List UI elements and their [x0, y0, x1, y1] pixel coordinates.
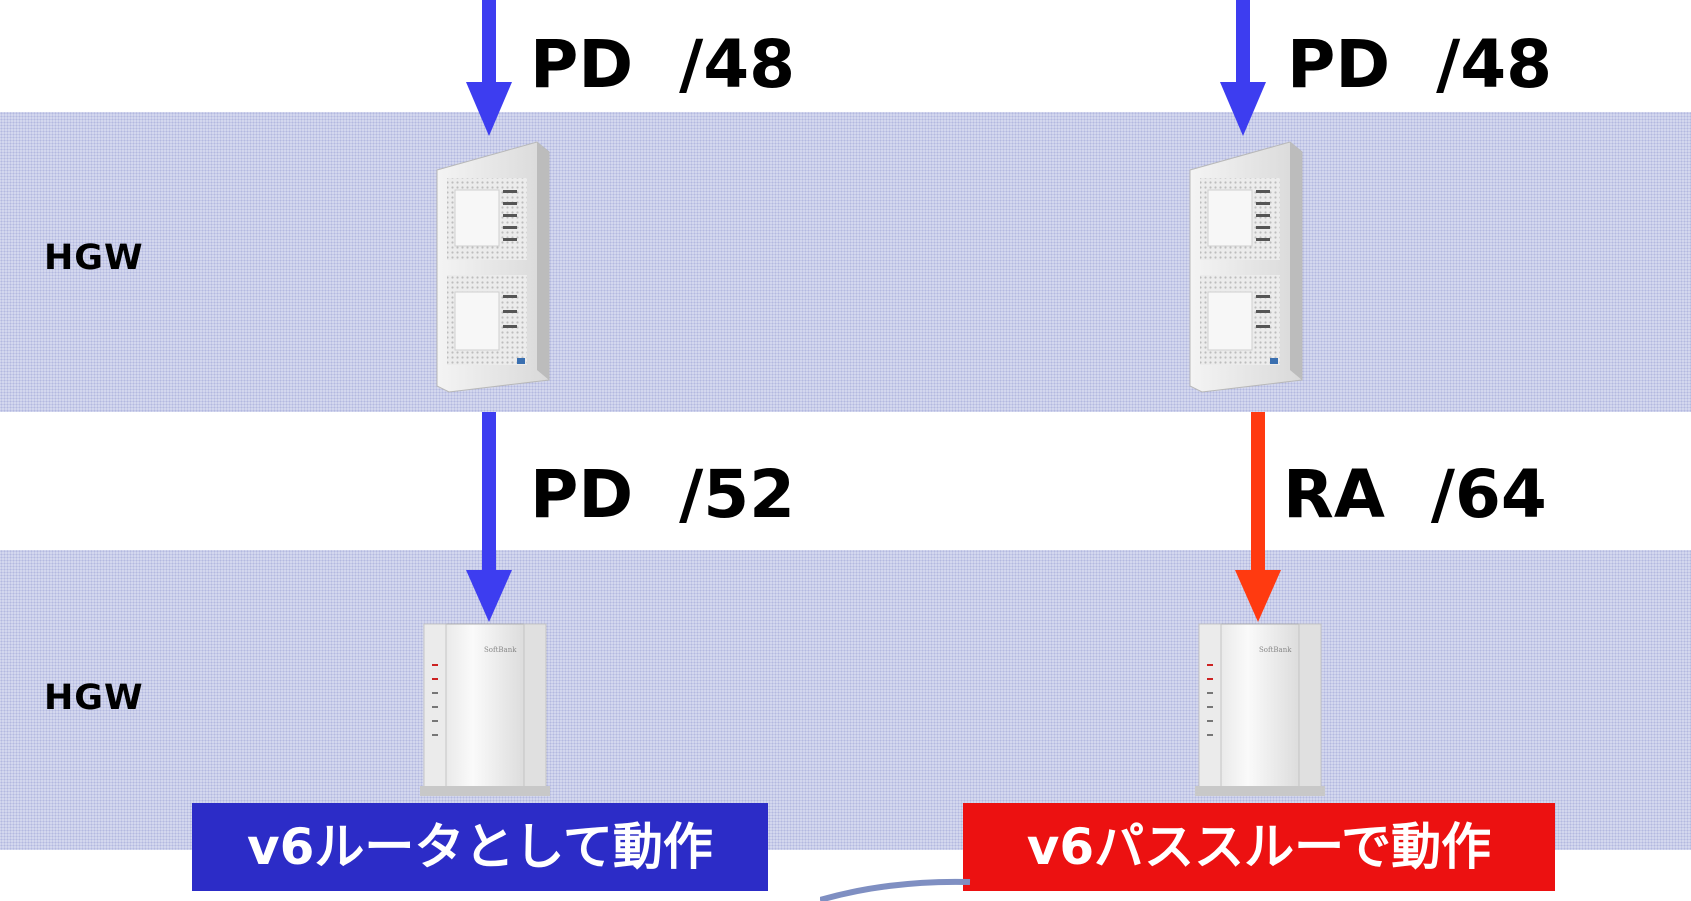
row-label-upper: HGW — [44, 238, 144, 278]
hgw-router-left-icon — [436, 141, 550, 393]
v6-router-mode-badge: v6ルータとして動作 — [192, 803, 768, 891]
brand-text-right: SoftBank — [1259, 646, 1292, 654]
v6-passthrough-mode-badge: v6パススルーで動作 — [963, 803, 1555, 891]
softbank-router-right-icon: SoftBank — [1195, 623, 1325, 796]
bottom-connector-curve — [820, 878, 971, 901]
arrow-right-lower — [1235, 412, 1281, 622]
row-label-lower: HGW — [44, 678, 144, 718]
prefix-label-right-upper: PD /48 — [1287, 26, 1553, 103]
softbank-router-left-icon: SoftBank — [420, 623, 550, 796]
hgw-band-lower — [0, 550, 1691, 850]
prefix-label-left-lower: PD /52 — [530, 456, 796, 533]
prefix-label-left-upper: PD /48 — [530, 26, 796, 103]
hgw-band-upper — [0, 112, 1691, 412]
arrow-right-upper — [1220, 0, 1266, 136]
prefix-label-right-lower: RA /64 — [1283, 456, 1547, 533]
brand-text-left: SoftBank — [484, 646, 517, 654]
arrow-left-upper — [466, 0, 512, 136]
arrow-left-lower — [466, 412, 512, 622]
hgw-router-right-icon — [1189, 141, 1303, 393]
